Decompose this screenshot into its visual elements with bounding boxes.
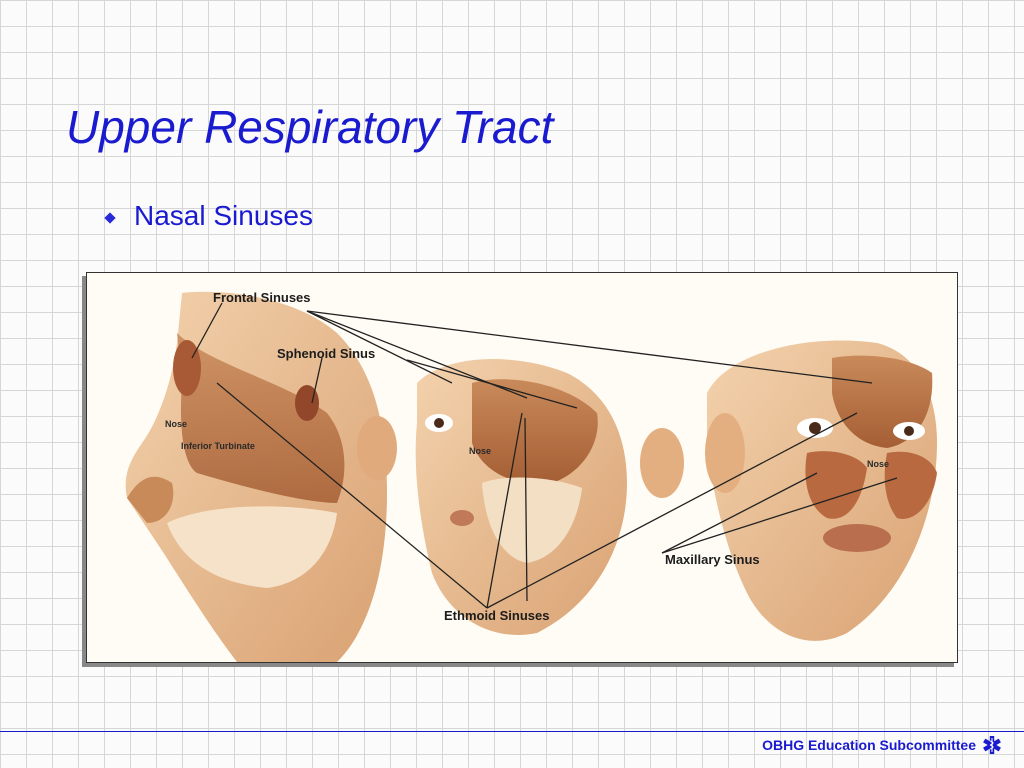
label-nose-left: Nose	[165, 419, 187, 429]
label-sphenoid-sinus: Sphenoid Sinus	[277, 346, 375, 361]
slide-title: Upper Respiratory Tract	[66, 101, 554, 153]
footer-divider	[0, 731, 1024, 732]
label-nose-middle: Nose	[469, 446, 491, 456]
frontal-face	[705, 340, 937, 641]
label-inferior-turbinate: Inferior Turbinate	[181, 441, 255, 451]
star-of-life-icon	[983, 736, 1001, 754]
sinus-anatomy-drawing: Frontal Sinuses Sphenoid Sinus Nose Infe…	[125, 290, 937, 662]
label-ethmoid-sinuses: Ethmoid Sinuses	[444, 608, 549, 623]
label-frontal-sinuses: Frontal Sinuses	[213, 290, 311, 305]
label-nose-right: Nose	[867, 459, 889, 469]
label-maxillary-sinus: Maxillary Sinus	[665, 552, 760, 567]
leader-lines	[191, 302, 898, 609]
footer-text: OBHG Education Subcommittee	[762, 737, 976, 753]
bullet-item: Nasal Sinuses	[104, 200, 313, 232]
sinus-illustration: Frontal Sinuses Sphenoid Sinus Nose Infe…	[86, 272, 958, 663]
diamond-bullet-icon	[104, 212, 116, 224]
sagittal-head	[125, 291, 397, 662]
bullet-text: Nasal Sinuses	[134, 200, 313, 231]
